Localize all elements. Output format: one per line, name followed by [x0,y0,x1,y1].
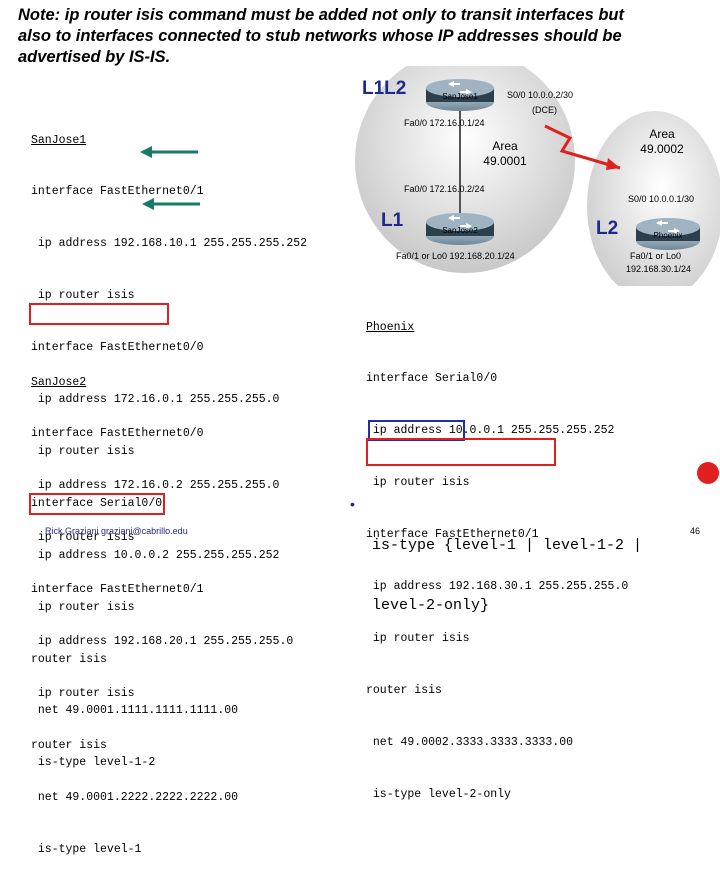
arrow-sj1-fa00 [142,198,200,210]
config-line: is-type level-2-only [366,787,511,801]
config-line: router isis [366,683,442,697]
sanjose1-heading: SanJose1 [31,133,87,147]
config-line: ip router isis [31,444,135,458]
config-line: ip router isis [31,289,135,303]
sj2-fa00-label: Fa0/0 172.16.0.2/24 [404,184,485,194]
config-line: ip address 172.16.0.1 255.255.255.0 [31,393,280,407]
sanjose2-istype-highlight [29,493,165,515]
sanjose2-config: SanJose2 interface FastEthernet0/0 ip ad… [31,339,293,875]
config-line: interface FastEthernet0/1 [366,528,539,542]
phoenix-serial-label: S0/0 10.0.0.1/30 [628,194,694,204]
sj2-fa01-label: Fa0/1 or Lo0 192.168.20.1/24 [396,251,515,261]
router-sanjose1-name: SanJose1 [442,92,478,101]
router-sanjose2-icon [426,213,494,245]
config-line: ip router isis [366,476,470,490]
phoenix-net-label: 192.168.30.1/24 [626,264,691,274]
level-l2-label: L2 [596,218,619,239]
footer-author: Rick Graziani graziani@cabrillo.edu [45,526,188,536]
page-number: 46 [690,526,701,536]
area1-id: 49.0001 [483,154,527,168]
config-line: router isis [31,738,107,752]
sj1-dce-label: (DCE) [532,105,557,115]
router-phoenix-name: Phoenix [654,231,683,240]
title-line-2: also to interfaces connected to stub net… [18,27,622,45]
config-line: ip address 192.168.20.1 255.255.255.0 [31,635,294,649]
phoenix-istype-highlight [366,438,556,466]
phoenix-fa01-label: Fa0/1 or Lo0 [630,251,681,261]
level-l1-label: L1 [381,210,404,231]
sanjose2-heading: SanJose2 [31,375,87,389]
config-line: is-type level-1 [31,842,142,856]
bullet-dot-icon: • [350,496,355,512]
phoenix-heading: Phoenix [366,320,415,334]
config-line: interface Serial0/0 [31,496,163,510]
network-diagram: SanJose1 SanJose2 Phoenix Area 49.0001 A… [355,66,720,286]
area2-id: 49.0002 [640,142,684,156]
config-line: interface FastEthernet0/1 [31,185,204,199]
config-line: ip router isis [31,686,135,700]
bullet-line-1: is-type {level-1 | level-1-2 | [372,537,643,554]
config-line: interface FastEthernet0/0 [31,427,204,441]
level-l1l2-label: L1L2 [362,78,407,99]
slide-title: Note: ip router isis command must be add… [18,5,708,68]
bullet-line-2: level-2-only} [372,597,490,614]
area-49-0001-shape [355,66,575,273]
title-line-1: Note: ip router isis command must be add… [18,6,624,24]
router-sanjose1-icon [426,79,494,111]
config-line: ip address 10.0.0.1 255.255.255.252 [366,424,615,438]
router-sanjose2-name: SanJose2 [442,226,478,235]
router-phoenix-icon [636,218,700,250]
area2-label: Area [649,127,675,141]
phoenix-area-highlight [368,420,465,441]
serial-link [544,124,621,170]
config-line: interface Serial0/0 [366,372,498,386]
title-line-3: advertised by IS-IS. [18,48,171,66]
sanjose1-istype-highlight [29,303,169,325]
record-dot-icon[interactable] [697,462,719,484]
config-line: ip address 172.16.0.2 255.255.255.0 [31,479,280,493]
bullet-text: is-type {level-1 | level-1-2 | level-2-o… [372,496,642,636]
config-line: net 49.0001.2222.2222.2222.00 [31,790,239,804]
area1-label: Area [492,139,518,153]
serial-link-arrowhead [606,158,620,170]
arrow-sj1-fa01 [140,146,198,158]
config-line: interface FastEthernet0/1 [31,583,204,597]
sj1-serial-label: S0/0 10.0.0.2/30 [507,90,573,100]
config-line: ip address 192.168.10.1 255.255.255.252 [31,237,308,251]
config-line: net 49.0002.3333.3333.3333.00 [366,735,574,749]
config-line: interface FastEthernet0/0 [31,341,204,355]
sj1-fa00-label: Fa0/0 172.16.0.1/24 [404,118,485,128]
